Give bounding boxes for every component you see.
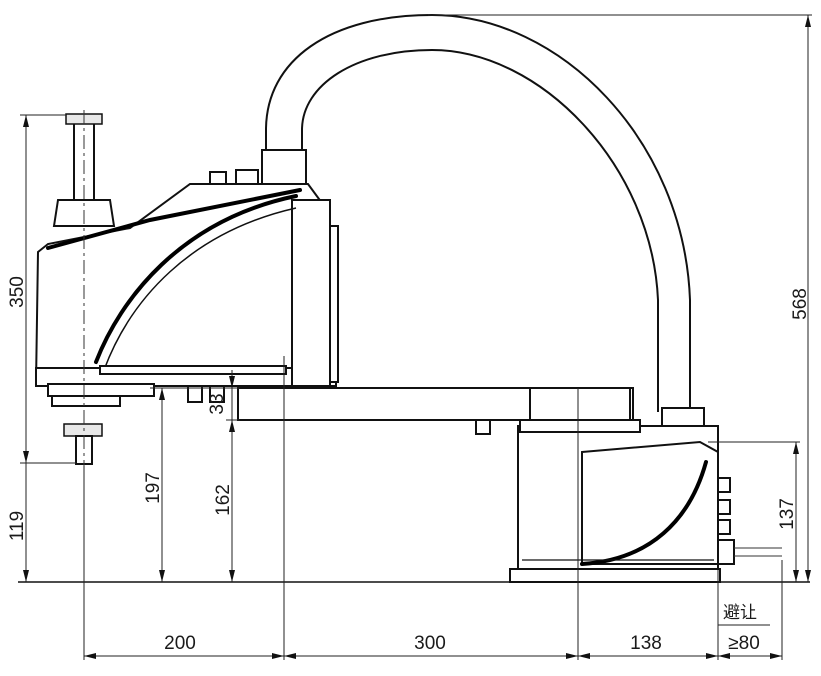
second-arm — [187, 385, 634, 435]
extension-lines — [20, 14, 812, 660]
base-connector — [717, 477, 731, 493]
first-arm-housing — [34, 169, 339, 387]
vertical-dimensions — [23, 15, 811, 582]
quill-shaft — [47, 110, 155, 470]
dim-connector-height: 137 — [777, 498, 798, 530]
dim-reach-2: 300 — [414, 633, 446, 654]
dim-arm-underside-height: 197 — [143, 472, 164, 504]
dim-arm-top-height: 350 — [7, 276, 28, 308]
base-plate — [509, 568, 721, 583]
horizontal-dimensions — [84, 624, 782, 659]
dim-total-height: 568 — [790, 288, 811, 320]
dim-arm-thickness: 33 — [207, 393, 228, 414]
clearance-label: 避让 — [723, 603, 757, 623]
dim-reach-1: 200 — [164, 633, 196, 654]
dim-base-depth: 138 — [630, 633, 662, 654]
dim-arm-bottom-height: 162 — [213, 484, 234, 516]
hose-top-fitting — [261, 149, 307, 185]
robot-base — [509, 419, 782, 583]
dim-clearance-value: ≥80 — [728, 633, 760, 654]
dim-base-height: 119 — [7, 511, 28, 541]
